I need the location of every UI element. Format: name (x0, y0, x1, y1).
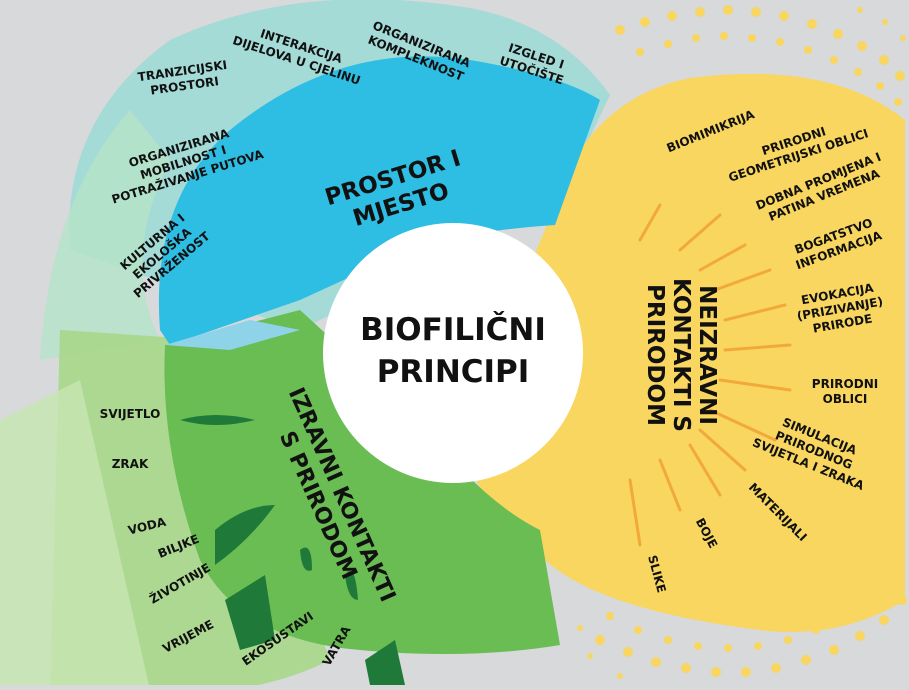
indirect-item-text: PRIRODNI (812, 377, 878, 391)
indirect-title: NEIZRAVNI KONTAKTI S PRIRODOM (642, 278, 720, 432)
center-title-line1: BIOFILIČNI (360, 311, 546, 348)
indirect-spokes (628, 203, 792, 547)
direct-item-svijetlo: SVIJETLO (100, 407, 161, 421)
leaf-decorations (180, 415, 405, 685)
direct-item-zrak: ZRAK (112, 457, 149, 471)
direct-item-text: ZRAK (112, 457, 149, 471)
direct-section (164, 310, 560, 654)
decorative-dots-top-right (615, 5, 906, 106)
indirect-item-text: OBLICI (823, 392, 868, 406)
center-circle (323, 223, 583, 483)
section-divider (165, 320, 300, 350)
indirect-title-line1: NEIZRAVNI (694, 285, 720, 425)
center-title-line2: PRINCIPI (377, 354, 530, 390)
indirect-item-oblici: PRIRODNI OBLICI (812, 377, 878, 406)
indirect-section (460, 73, 905, 633)
direct-outer-band-left (0, 380, 149, 685)
indirect-title-line2: KONTAKTI S (668, 278, 694, 432)
direct-item-text: SVIJETLO (100, 407, 161, 421)
indirect-title-line3: PRIRODOM (642, 284, 668, 426)
space-section (158, 56, 600, 345)
space-outer-band-left (40, 110, 170, 360)
